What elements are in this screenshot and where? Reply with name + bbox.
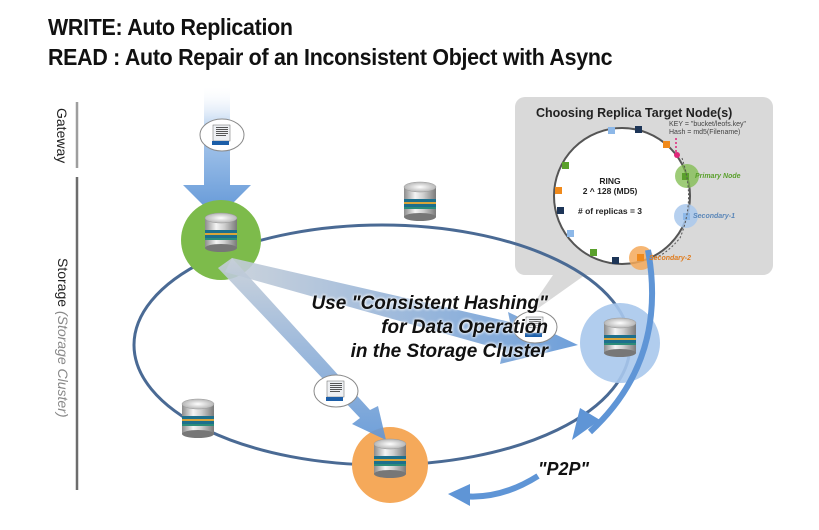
p2p-arc-upper (587, 249, 656, 435)
ring-marker (557, 207, 564, 214)
hash-key-info: KEY = "bucket/leofs.key" Hash = md5(File… (669, 121, 746, 137)
hash-line: Hash = md5(Filename) (669, 129, 741, 136)
ring-marker (555, 187, 562, 194)
replication-arrow-secondary1 (225, 258, 578, 364)
secondary2-label: Secondary-2 (649, 255, 692, 262)
ring-markers (555, 126, 699, 270)
ring-marker (608, 127, 615, 134)
consistent-hashing-caption: Use "Consistent Hashing" for Data Operat… (311, 292, 548, 364)
object-meta-icon-gateway (199, 118, 245, 152)
ring-marker (683, 213, 690, 220)
storage-label-text: Storage (55, 258, 71, 308)
caption-line-1: Use "Consistent Hashing" (311, 293, 548, 314)
p2p-arc-lower (461, 473, 540, 500)
gateway-arrow (183, 85, 251, 219)
database-icon-primary (204, 212, 238, 253)
secondary1-label: Secondary-1 (693, 213, 736, 220)
storage-label: Storage (Storage Cluster) (55, 258, 71, 418)
title-read: READ : Auto Repair of an Inconsistent Ob… (48, 44, 613, 70)
hash-point (674, 152, 680, 158)
primary-node-label: Primary Node (695, 173, 741, 180)
gateway-label: Gateway (54, 108, 70, 163)
ring-marker (635, 126, 642, 133)
ring-space-label: 2 ^ 128 (MD5) (582, 186, 638, 196)
ring-marker (663, 141, 670, 148)
caption-line-2: for Data Operation (381, 317, 548, 338)
ring-info: RING 2 ^ 128 (MD5) # of replicas = 3 (565, 176, 655, 216)
ring-marker (567, 230, 574, 237)
p2p-label: "P2P" (538, 459, 590, 479)
gateway-label-text: Gateway (54, 108, 70, 164)
ring-label: RING (599, 176, 621, 186)
replicas-label: # of replicas = 3 (577, 206, 643, 216)
ring-marker (612, 257, 619, 264)
hash-ring (553, 127, 691, 265)
key-line: KEY = "bucket/leofs.key" (669, 121, 747, 128)
database-icon-secondary1 (603, 317, 637, 358)
database-icon-secondary2 (373, 438, 407, 479)
database-icon-left (181, 398, 215, 439)
database-icon-top (403, 181, 437, 222)
ring-marker (562, 162, 569, 169)
object-meta-icon-secondary2 (313, 374, 359, 408)
caption-line-3: in the Storage Cluster (350, 341, 548, 362)
title-write: WRITE: Auto Replication (48, 14, 293, 40)
ring-marker (590, 249, 597, 256)
inset-title: Choosing Replica Target Node(s) (536, 106, 733, 120)
storage-sublabel-text: (Storage Cluster) (55, 310, 71, 418)
ring-marker (682, 173, 689, 180)
ring-marker (637, 254, 644, 261)
